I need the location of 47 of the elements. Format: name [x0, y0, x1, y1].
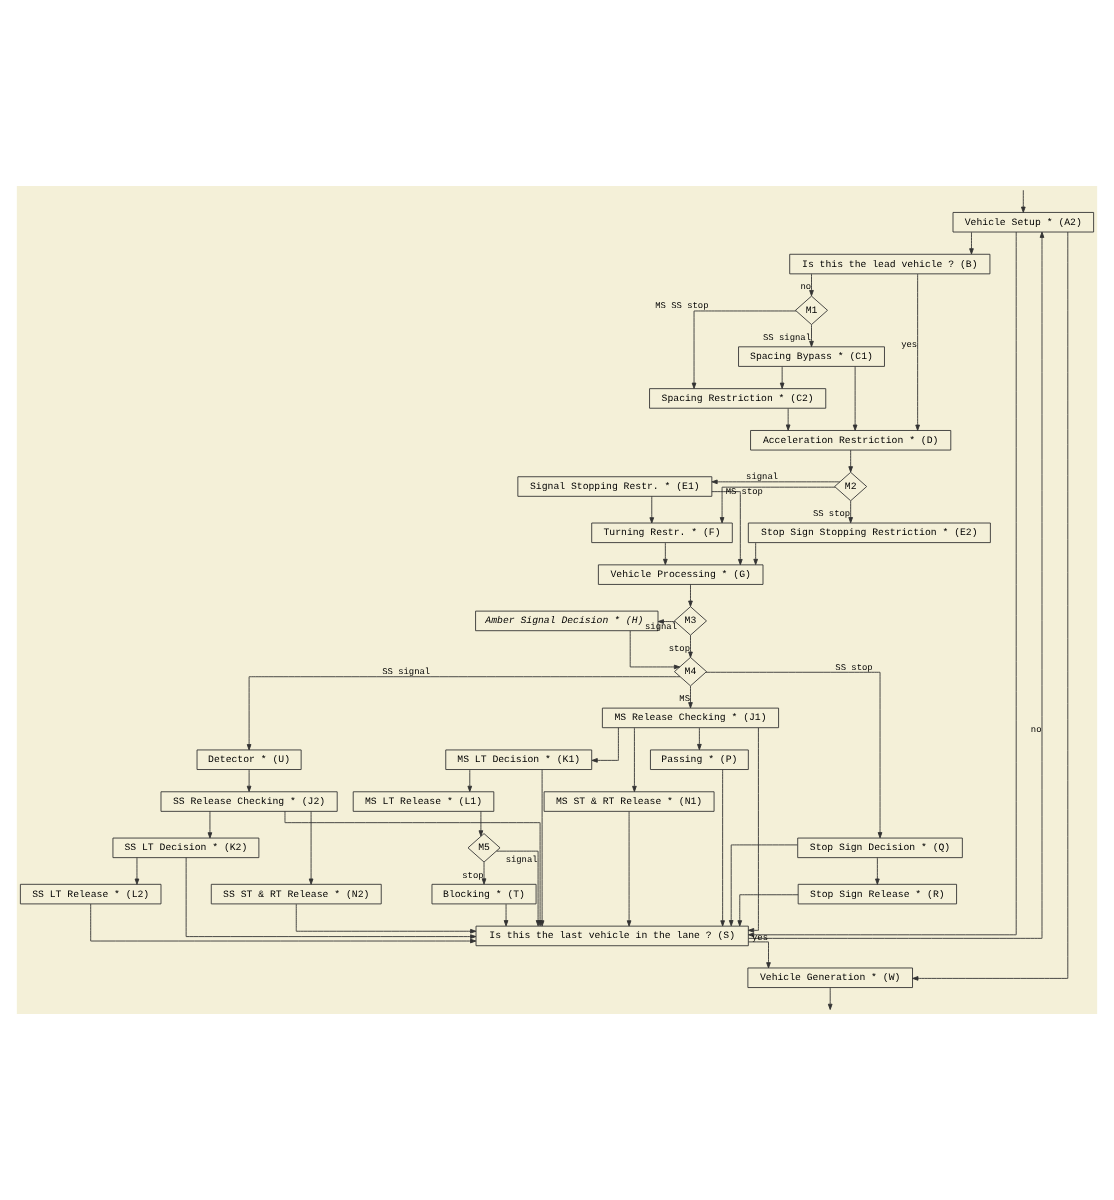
arrow	[591, 727, 619, 763]
arrow	[207, 810, 213, 839]
arrow	[848, 449, 853, 473]
arrow	[848, 500, 853, 524]
arrow	[657, 619, 676, 624]
arrow	[308, 811, 314, 885]
arrow	[779, 366, 785, 389]
arrow	[1021, 189, 1026, 213]
arrow	[753, 542, 758, 566]
arrow	[632, 727, 637, 793]
arrow	[809, 324, 814, 348]
arrow	[969, 231, 974, 255]
arrow	[747, 727, 759, 933]
arrow	[688, 685, 693, 709]
arrow	[705, 671, 883, 839]
arrow	[747, 941, 771, 969]
arrow	[912, 231, 1069, 981]
arrow	[827, 987, 833, 1010]
arrow	[875, 857, 880, 885]
arrow	[711, 491, 743, 566]
arrow	[915, 273, 920, 431]
arrow	[688, 634, 693, 658]
arrow	[809, 273, 814, 297]
arrow	[852, 366, 858, 431]
arrow	[697, 727, 702, 751]
arrow	[691, 310, 797, 389]
arrow	[663, 542, 668, 566]
arrow	[649, 495, 655, 524]
arrow	[503, 903, 509, 927]
arrow	[720, 769, 725, 927]
arrow	[688, 584, 693, 607]
arrow	[185, 857, 477, 939]
arrow	[478, 810, 484, 837]
arrow	[719, 486, 836, 524]
arrow	[626, 811, 632, 927]
arrow	[481, 861, 487, 885]
arrow	[785, 408, 791, 431]
arrow	[246, 676, 681, 751]
arrow	[246, 769, 252, 792]
arrow	[467, 769, 473, 792]
arrow	[134, 857, 140, 885]
arrow	[295, 903, 477, 934]
arrow	[90, 903, 477, 944]
arrow	[711, 479, 841, 485]
arrow	[629, 630, 681, 670]
arrow	[737, 894, 799, 927]
arrow	[728, 844, 798, 927]
